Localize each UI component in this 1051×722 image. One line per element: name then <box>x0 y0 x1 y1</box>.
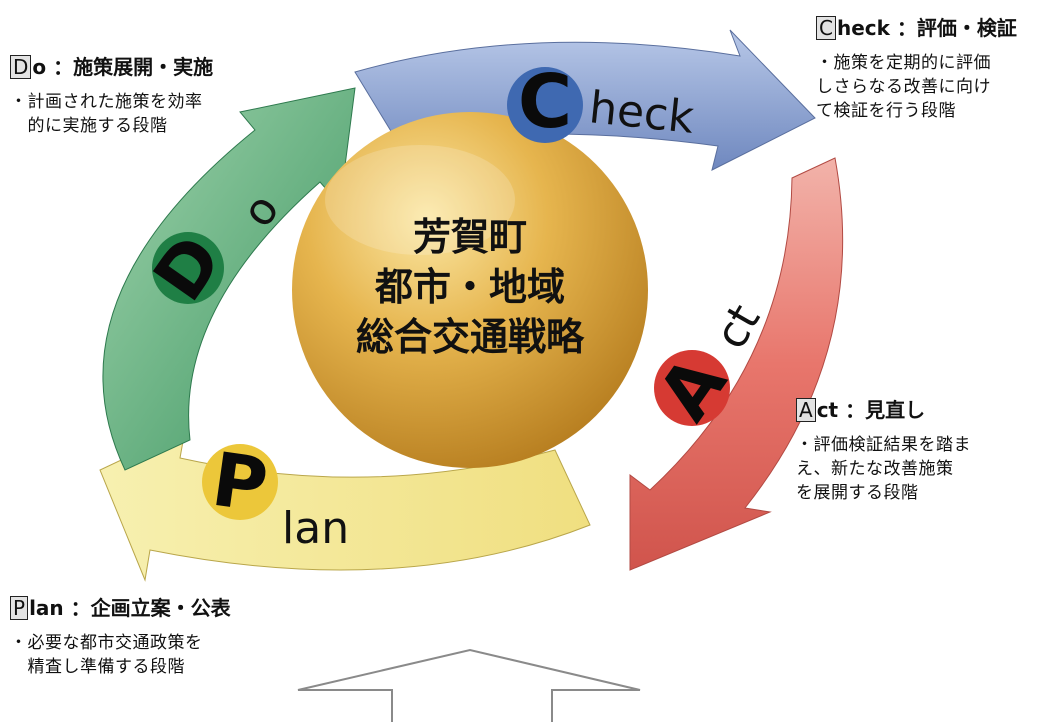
do-heading-letter: D <box>10 55 32 79</box>
center-title-line-3: 総合交通戦略 <box>356 315 585 359</box>
act-letter-circle <box>654 350 730 426</box>
do-description: ・計画された施策を効率 的に実施する段階 <box>10 90 213 138</box>
plan-heading-title: ：企画立案・公表 <box>70 596 231 620</box>
act-description-line: を展開する段階 <box>796 483 919 503</box>
check-description-line: しさらなる改善に向け <box>816 77 991 97</box>
check-heading-rest: heck <box>836 16 890 40</box>
do-description-line: ・計画された施策を効率 <box>10 92 203 112</box>
plan-description-line: 精査し準備する段階 <box>10 657 185 677</box>
plan-description-line: ・必要な都市交通政策を <box>10 633 203 653</box>
plan-heading-letter: P <box>10 596 29 620</box>
check-letter-circle <box>507 67 583 143</box>
check-heading-title: ：評価・検証 <box>896 16 1017 40</box>
check-letter: C <box>518 59 572 145</box>
center-title-line-1: 芳賀町 <box>413 215 527 259</box>
do-description-line: 的に実施する段階 <box>10 116 168 136</box>
do-arrow <box>102 87 356 471</box>
check-heading-letter: C <box>816 16 836 40</box>
plan-description: ・必要な都市交通政策を 精査し準備する段階 <box>10 631 231 679</box>
plan-word-rest: lan <box>282 503 349 554</box>
plan-letter-circle <box>202 444 278 520</box>
sphere-highlight <box>325 145 515 255</box>
plan-heading-rest: lan <box>29 596 64 620</box>
check-description-line: ・施策を定期的に評価 <box>816 53 991 73</box>
act-description-line: え、新たな改善施策 <box>796 459 954 479</box>
check-description-line: て検証を行う段階 <box>816 101 956 121</box>
plan-letter: P <box>207 437 273 530</box>
center-sphere <box>292 112 648 468</box>
act-heading-letter: A <box>796 398 816 422</box>
act-description-line: ・評価検証結果を踏ま <box>796 435 971 455</box>
do-letter-circle <box>152 232 224 304</box>
center-title-line-2: 都市・地域 <box>374 265 565 309</box>
act-description: ・評価検証結果を踏ま え、新たな改善施策 を展開する段階 <box>796 433 971 505</box>
check-description: ・施策を定期的に評価 しさらなる改善に向け て検証を行う段階 <box>816 51 1017 123</box>
do-heading-title: ：施策展開・実施 <box>53 55 214 79</box>
upward-outline-arrow <box>297 648 641 722</box>
act-heading-title: ：見直し <box>845 398 926 422</box>
check-word-rest: heck <box>587 82 697 144</box>
act-heading-rest: ct <box>816 398 839 422</box>
do-heading-rest: o <box>32 55 47 79</box>
act-arrow <box>629 157 844 571</box>
